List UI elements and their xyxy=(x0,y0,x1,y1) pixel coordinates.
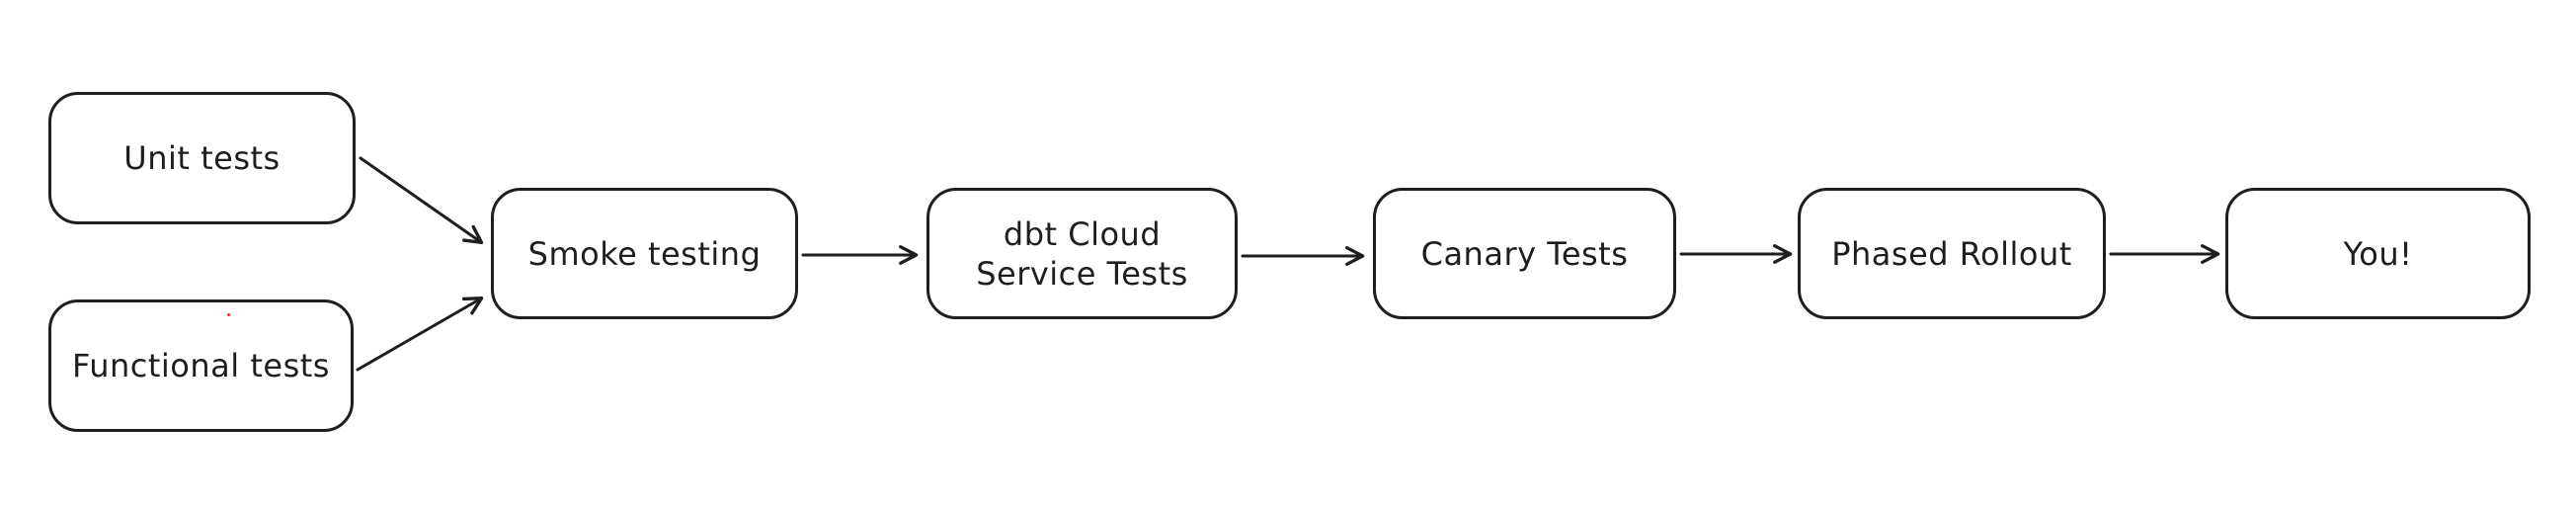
node-functional-tests[interactable]: Functional tests xyxy=(48,299,354,432)
node-you[interactable]: You! xyxy=(2225,188,2531,319)
node-unit-tests[interactable]: Unit tests xyxy=(48,92,356,224)
node-you-label: You! xyxy=(2343,234,2413,273)
node-smoke-testing[interactable]: Smoke testing xyxy=(491,188,798,319)
node-phased-rollout[interactable]: Phased Rollout xyxy=(1798,188,2106,319)
edge-unit-tests-to-smoke-testing[interactable] xyxy=(359,156,484,245)
node-functional-tests-label: Functional tests xyxy=(72,347,330,384)
node-canary-tests[interactable]: Canary Tests xyxy=(1373,188,1676,319)
node-phased-rollout-label: Phased Rollout xyxy=(1831,234,2072,273)
node-unit-tests-label: Unit tests xyxy=(123,139,281,177)
node-dbt-cloud-service-tests-label-line1: dbt Cloud xyxy=(1003,214,1162,253)
stray-red-pixel xyxy=(227,313,230,316)
edge-functional-tests-to-smoke-testing[interactable] xyxy=(356,297,484,372)
node-dbt-cloud-service-tests[interactable]: dbt Cloud Service Tests xyxy=(926,188,1238,319)
node-canary-tests-label: Canary Tests xyxy=(1420,234,1629,273)
node-smoke-testing-label: Smoke testing xyxy=(527,234,762,273)
node-dbt-cloud-service-tests-label-line2: Service Tests xyxy=(976,254,1188,293)
